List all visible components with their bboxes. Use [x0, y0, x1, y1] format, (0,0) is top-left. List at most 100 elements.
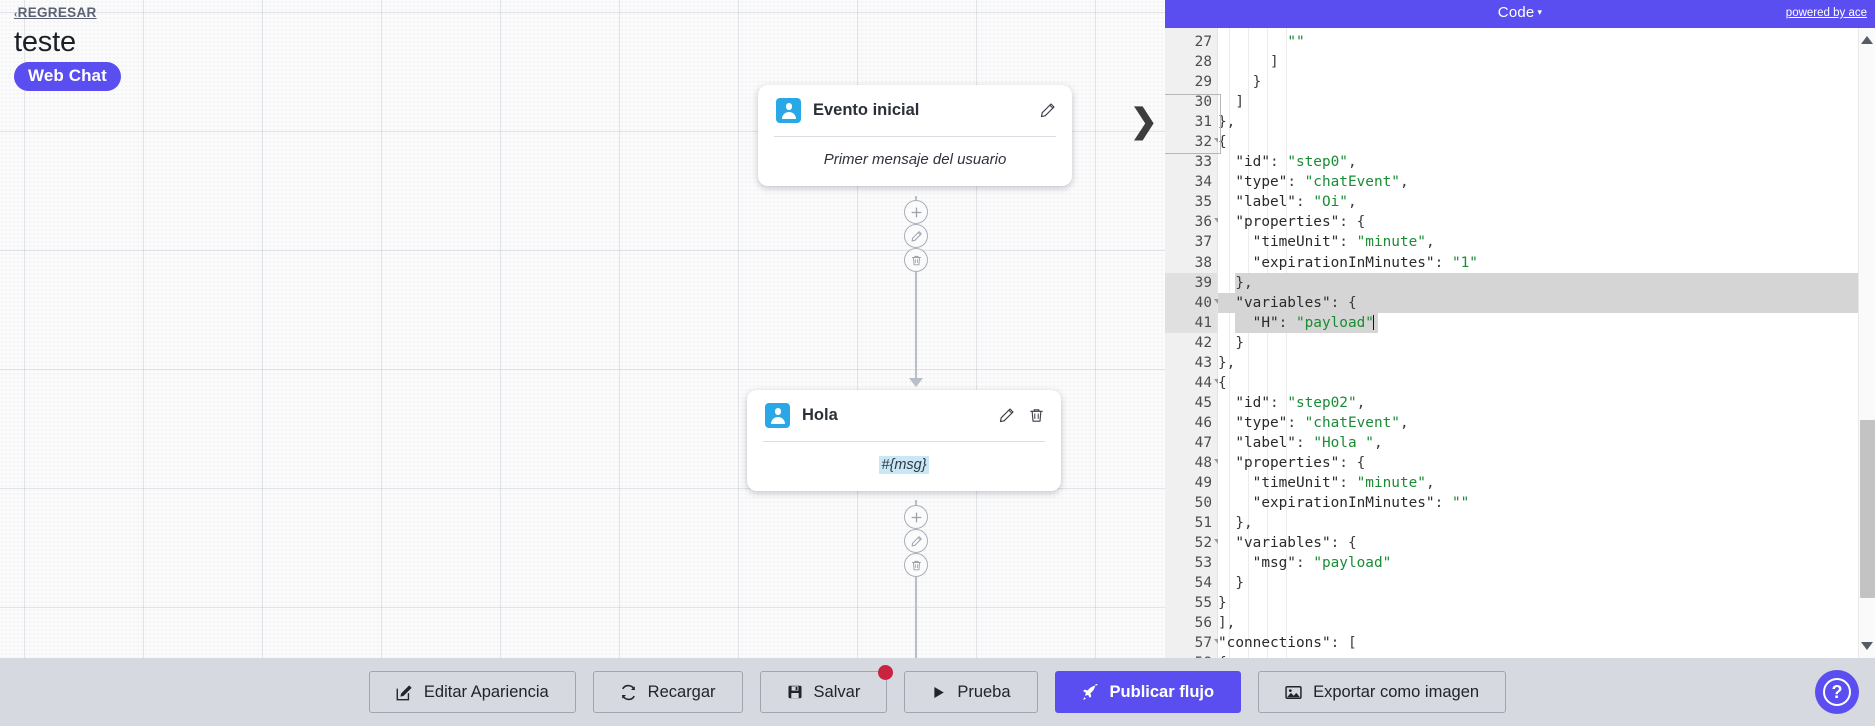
code-panel-title[interactable]: Code▾ — [1498, 4, 1542, 21]
gutter-line-number[interactable]: 31 — [1194, 114, 1212, 131]
code-line[interactable]: { — [1218, 373, 1875, 393]
node-actions[interactable] — [1039, 102, 1056, 119]
toolbar-button-salvar[interactable]: Salvar — [759, 665, 894, 713]
code-line[interactable]: "properties": { — [1218, 453, 1875, 473]
gutter-line-number[interactable]: 33 — [1194, 154, 1212, 171]
code-line[interactable]: }, — [1218, 513, 1875, 533]
code-line[interactable]: { — [1218, 653, 1875, 658]
gutter-line-number[interactable]: 53 — [1194, 555, 1212, 572]
code-line[interactable]: "timeUnit": "minute", — [1218, 473, 1875, 493]
gutter-line-number[interactable]: 54 — [1194, 575, 1212, 592]
help-button[interactable]: ? — [1815, 670, 1859, 714]
gutter-line-number[interactable]: 30 — [1194, 94, 1212, 111]
gutter-line-number[interactable]: 52 — [1165, 533, 1222, 553]
fold-expand-arrow-icon[interactable]: ❯ — [1130, 102, 1158, 139]
code-line[interactable]: } — [1218, 333, 1875, 353]
gutter-line-number[interactable]: 56 — [1194, 615, 1212, 632]
edit-connector-button[interactable] — [904, 529, 928, 553]
toolbar-button-editar-apariencia[interactable]: Editar Apariencia — [368, 671, 576, 713]
code-line[interactable]: }, — [1218, 272, 1875, 293]
edit-icon[interactable] — [1039, 102, 1056, 119]
code-line[interactable]: "connections": [ — [1218, 633, 1875, 653]
edit-icon[interactable] — [998, 407, 1015, 424]
gutter-line-number[interactable]: 37 — [1194, 234, 1212, 251]
code-line[interactable]: "label": "Hola ", — [1218, 433, 1875, 453]
node-actions[interactable] — [998, 407, 1045, 424]
editor-scrollbar[interactable] — [1858, 28, 1875, 658]
gutter-line-number[interactable]: 27 — [1194, 34, 1212, 50]
gutter-line-number[interactable]: 32 — [1165, 132, 1222, 152]
delete-connector-button[interactable] — [904, 248, 928, 272]
gutter-line-number[interactable]: 47 — [1194, 434, 1212, 451]
scroll-up-arrow-icon[interactable] — [1861, 36, 1873, 44]
gutter-line-number[interactable]: 44 — [1165, 373, 1222, 393]
connector-actions-2[interactable] — [904, 505, 928, 577]
flow-node-evento-inicial[interactable]: Evento inicial Primer mensaje del usuari… — [758, 85, 1072, 186]
toolbar-button-exportar-como-imagen[interactable]: Exportar como imagen — [1258, 671, 1507, 713]
gutter-line-number[interactable]: 51 — [1194, 515, 1212, 532]
code-line[interactable]: "properties": { — [1218, 212, 1875, 232]
code-line[interactable]: "id": "step0", — [1218, 152, 1875, 172]
code-line[interactable]: } — [1218, 593, 1875, 613]
connector-actions-1[interactable] — [904, 200, 928, 272]
code-line[interactable]: "variables": { — [1218, 292, 1875, 313]
gutter-line-number[interactable]: 55 — [1194, 595, 1212, 612]
code-line[interactable]: } — [1218, 72, 1875, 92]
code-line[interactable]: "expirationInMinutes": "1" — [1218, 253, 1875, 273]
gutter-line-number[interactable]: 28 — [1194, 54, 1212, 71]
gutter-line-number[interactable]: 40 — [1165, 292, 1222, 313]
code-line[interactable]: "type": "chatEvent", — [1218, 172, 1875, 192]
toolbar-button-publicar-flujo[interactable]: Publicar flujo — [1054, 671, 1242, 713]
flow-canvas[interactable]: ‹REGRESAR teste Web Chat — [0, 0, 1165, 658]
code-line[interactable]: "timeUnit": "minute", — [1218, 232, 1875, 252]
add-step-button[interactable] — [904, 200, 928, 224]
gutter-line-number[interactable]: 39 — [1165, 272, 1217, 293]
selection-highlight — [1235, 272, 1875, 293]
gutter-line-number[interactable]: 29 — [1194, 74, 1212, 91]
code-line[interactable]: "label": "Oi", — [1218, 192, 1875, 212]
gutter-line-number[interactable]: 50 — [1194, 495, 1212, 512]
code-line[interactable]: ] — [1218, 52, 1875, 72]
code-line[interactable]: { — [1218, 132, 1875, 152]
toolbar-button-prueba[interactable]: Prueba — [904, 671, 1038, 713]
powered-by-ace-link[interactable]: powered by ace — [1785, 7, 1867, 19]
code-line[interactable]: } — [1218, 573, 1875, 593]
back-link[interactable]: ‹REGRESAR — [14, 5, 97, 20]
code-line[interactable]: "id": "step02", — [1218, 393, 1875, 413]
code-line[interactable]: }, — [1218, 353, 1875, 373]
gutter-line-number[interactable]: 43 — [1194, 354, 1212, 371]
code-line[interactable]: }, — [1218, 112, 1875, 132]
gutter-line-number[interactable]: 49 — [1194, 475, 1212, 492]
toolbar-button-recargar[interactable]: Recargar — [592, 671, 743, 713]
gutter-line-number[interactable]: 58 — [1165, 653, 1217, 658]
add-step-button[interactable] — [904, 505, 928, 529]
scroll-down-arrow-icon[interactable] — [1861, 642, 1873, 650]
gutter-line-number[interactable]: 34 — [1194, 174, 1212, 191]
gutter-line-number[interactable]: 48 — [1165, 453, 1222, 473]
code-line[interactable]: "expirationInMinutes": "" — [1218, 493, 1875, 513]
edit-connector-button[interactable] — [904, 224, 928, 248]
editor-code-area[interactable]: "" ] } ]},{ "id": "step0", "type": "chat… — [1218, 28, 1875, 658]
code-line[interactable]: "H": "payload" — [1218, 312, 1875, 333]
editor-scrollbar-thumb[interactable] — [1860, 420, 1875, 598]
code-line[interactable]: "msg": "payload" — [1218, 553, 1875, 573]
code-line[interactable]: "" — [1218, 32, 1875, 52]
gutter-line-number[interactable]: 57 — [1165, 633, 1222, 653]
gutter-line-number[interactable]: 45 — [1194, 394, 1212, 411]
gutter-line-number[interactable]: 41 — [1165, 312, 1217, 333]
gutter-line-number[interactable]: 42 — [1194, 334, 1212, 351]
gutter-line-number[interactable]: 35 — [1194, 194, 1212, 211]
gutter-line-number[interactable]: 38 — [1194, 254, 1212, 271]
code-line-text: ], — [1218, 615, 1236, 632]
trash-icon[interactable] — [1028, 407, 1045, 424]
flow-node-hola[interactable]: Hola #{msg} — [747, 390, 1061, 491]
code-line[interactable]: ] — [1218, 92, 1875, 112]
code-line[interactable]: "type": "chatEvent", — [1218, 413, 1875, 433]
gutter-line-number[interactable]: 46 — [1194, 414, 1212, 431]
code-line[interactable]: ], — [1218, 613, 1875, 633]
delete-connector-button[interactable] — [904, 553, 928, 577]
code-line[interactable]: "variables": { — [1218, 533, 1875, 553]
gutter-line-number[interactable]: 36 — [1165, 212, 1222, 232]
